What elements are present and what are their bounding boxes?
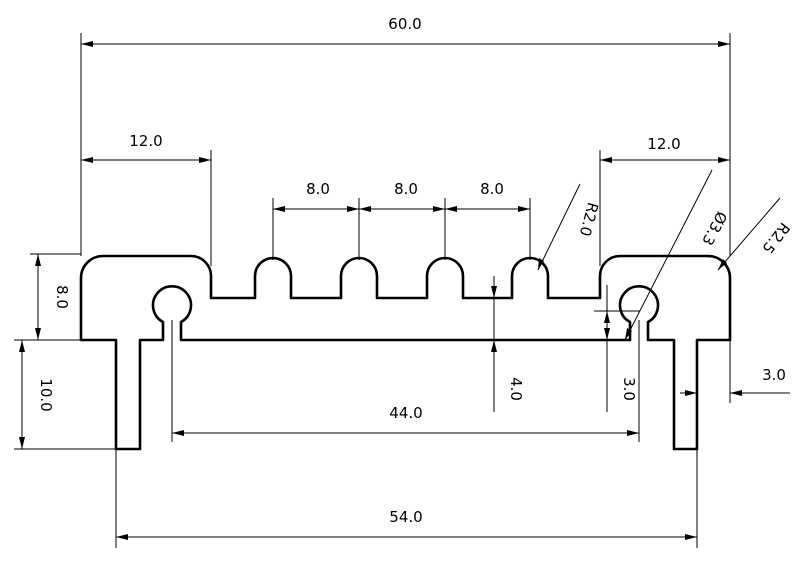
dimension-lines bbox=[21, 43, 790, 538]
corner-radius-label: R2.5 bbox=[758, 219, 793, 257]
slot-radius-label: R2.0 bbox=[576, 200, 602, 238]
extension-lines bbox=[14, 33, 731, 548]
leg-span-label: 54.0 bbox=[389, 508, 422, 526]
left-height-label: 8.0 bbox=[53, 285, 71, 309]
leg-width-label: 3.0 bbox=[762, 366, 786, 384]
overall-width-label: 60.0 bbox=[388, 15, 421, 33]
left-flange-width-label: 12.0 bbox=[129, 132, 162, 150]
slot-depth-label: 4.0 bbox=[507, 377, 525, 401]
right-flange-width-label: 12.0 bbox=[647, 135, 680, 153]
pitch-1-label: 8.0 bbox=[306, 180, 330, 198]
base-thickness-label: 3.0 bbox=[620, 377, 638, 401]
leg-height-label: 10.0 bbox=[37, 378, 55, 411]
inner-span-label: 44.0 bbox=[389, 404, 422, 422]
pitch-2-label: 8.0 bbox=[394, 180, 418, 198]
arrowheads bbox=[19, 41, 742, 540]
pitch-3-label: 8.0 bbox=[480, 180, 504, 198]
hole-diameter-label: Ø3.3 bbox=[698, 208, 731, 248]
